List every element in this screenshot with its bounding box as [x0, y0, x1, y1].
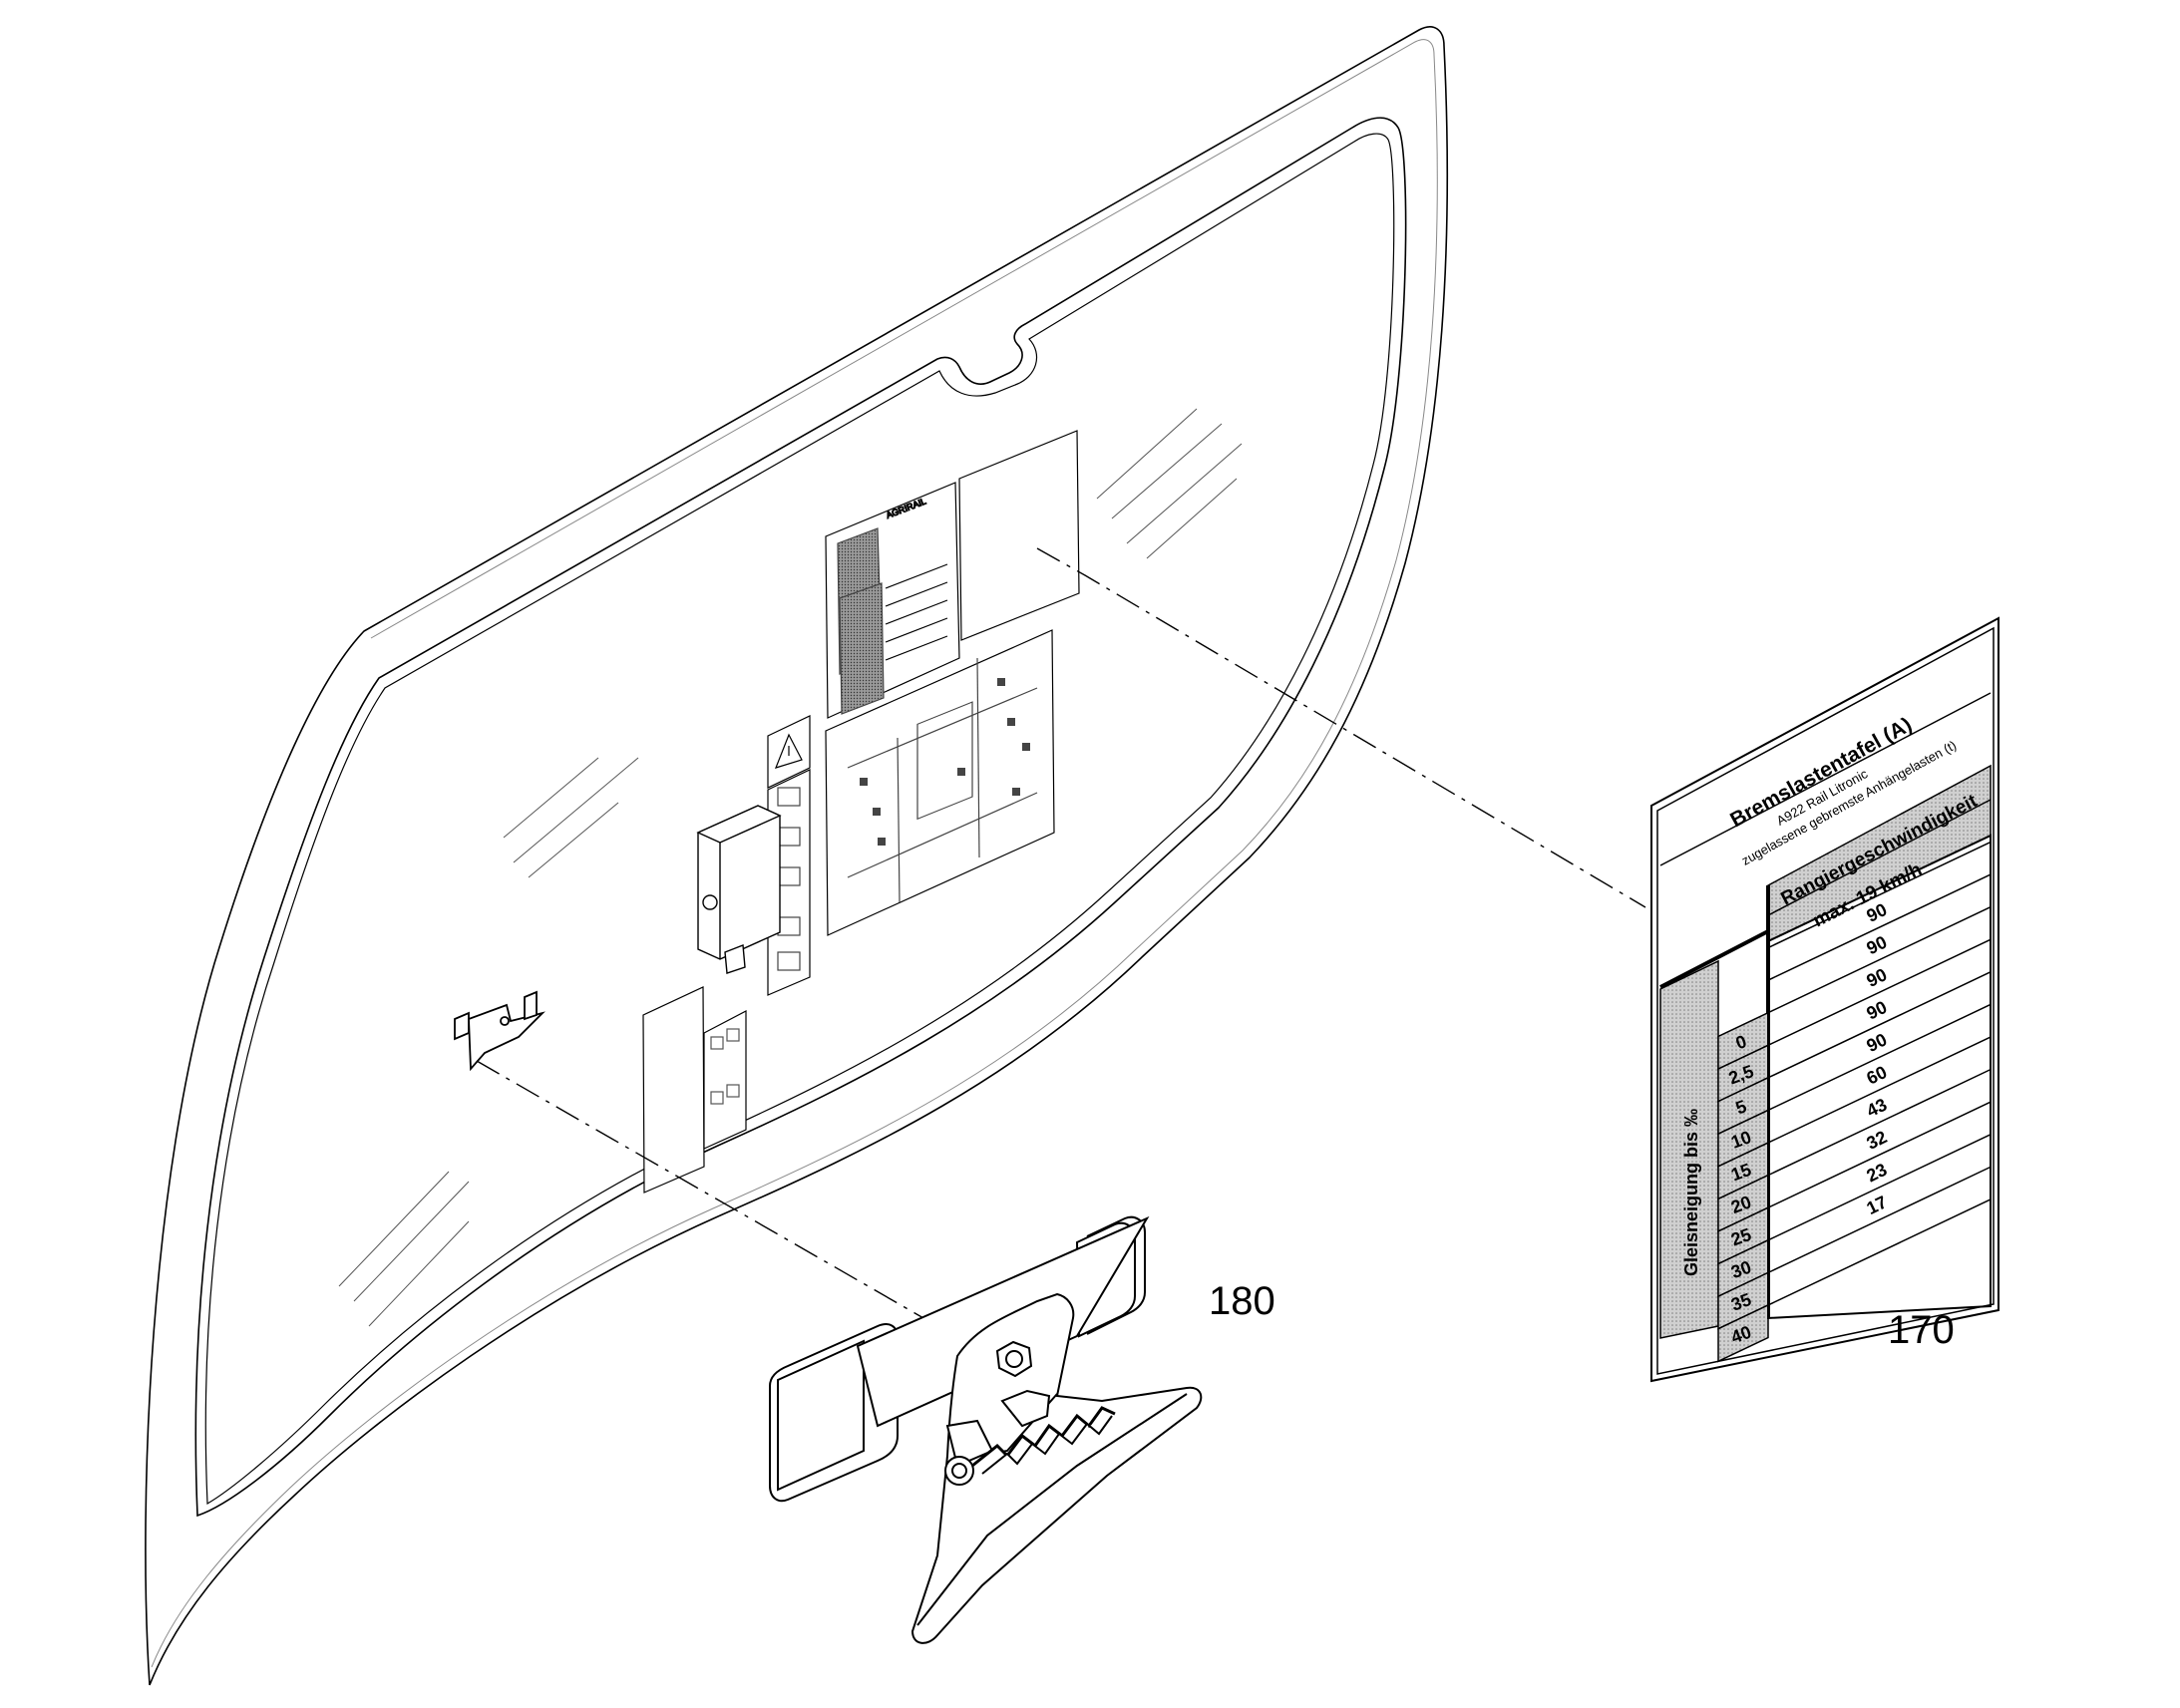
value-row-divider [1767, 1036, 1992, 1144]
value-row-divider [1767, 841, 1992, 949]
leader-line-180 [476, 1060, 938, 1327]
clip-mounted-on-glass [454, 990, 545, 1072]
gradient-cell [1717, 1303, 1769, 1363]
value-row-divider [1767, 873, 1992, 981]
value-row-divider [1767, 1198, 1992, 1306]
value-row-divider [1767, 1101, 1992, 1208]
small-warning-decal [642, 986, 747, 1194]
value-row-divider [1767, 1134, 1992, 1241]
clip-detail [769, 1215, 1203, 1644]
value-row-divider [1767, 1166, 1992, 1274]
callout-170: 170 [1888, 1308, 1955, 1352]
leader-line-170 [1036, 547, 1646, 908]
leader-lines [476, 547, 1646, 1327]
large-instruction-decal: AGRIRAIL [767, 430, 1080, 996]
brake-load-plate: Bremslastentafel (A) A922 Rail Litronic … [1650, 616, 1999, 1383]
callout-180: 180 [1209, 1279, 1275, 1323]
value-row-divider [1767, 938, 1992, 1046]
value-row-divider [1767, 1068, 1992, 1177]
value-grid-frame [1767, 834, 1992, 1320]
value-row-divider [1767, 1003, 1992, 1112]
window-pane [145, 26, 1449, 1686]
value-row-divider [1767, 971, 1992, 1079]
control-box [696, 805, 782, 974]
value-row-divider [1767, 906, 1992, 1014]
gradient-axis-label: Gleisneigung bis ‰ [1681, 1109, 1701, 1276]
